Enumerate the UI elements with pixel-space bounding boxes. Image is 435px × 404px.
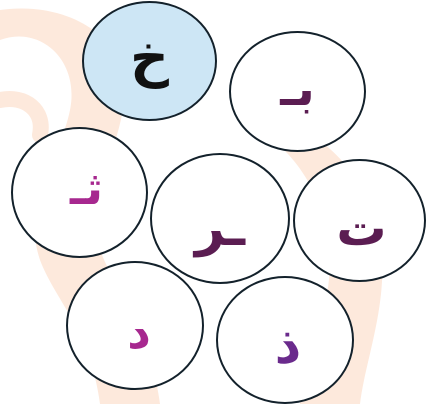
letter-bubble-dal[interactable]: د: [66, 261, 204, 390]
letter-ta: ت: [336, 203, 386, 253]
letter-dal: د: [127, 309, 151, 355]
letter-ba: بـ: [280, 65, 314, 113]
letter-bubble-dhal[interactable]: ذ: [216, 276, 354, 404]
letter-tha: ثـ: [70, 165, 103, 211]
letter-bubble-ba[interactable]: بـ: [229, 31, 366, 152]
letter-ra: ـر: [195, 202, 245, 254]
letter-bubble-tha[interactable]: ثـ: [11, 127, 148, 258]
letter-bubble-ta[interactable]: ت: [293, 159, 426, 282]
letter-kha: خ: [130, 31, 169, 85]
letter-dhal: ذ: [275, 320, 302, 372]
letter-bubble-ra[interactable]: ـر: [150, 153, 290, 284]
letter-bubble-kha[interactable]: خ: [82, 1, 217, 121]
